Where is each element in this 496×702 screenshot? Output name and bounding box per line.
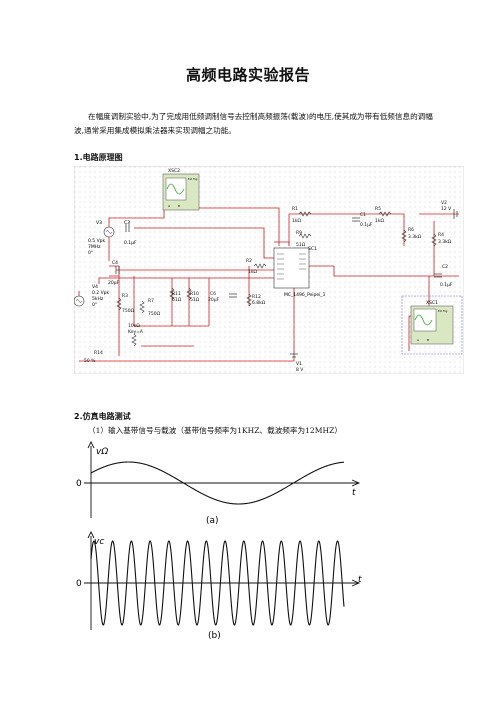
v4-phase: 0° bbox=[92, 302, 97, 308]
v4-frequency: 5kHz bbox=[92, 296, 104, 302]
r6-label: R6 bbox=[408, 227, 414, 233]
xsc1-ext-trig: Ext Trig bbox=[438, 309, 448, 313]
section-heading-simulation: 2.仿真电路测试 bbox=[74, 412, 131, 421]
xsc1-label: XSC1 bbox=[426, 300, 438, 306]
ic-mc1496: SC1 MC_1496_Peipei_1 bbox=[273, 246, 326, 298]
ic-part-label: MC_1496_Peipei_1 bbox=[284, 292, 326, 298]
waveform-b-caption: (b) bbox=[208, 631, 221, 640]
r2-label: R2 bbox=[246, 258, 252, 264]
v2-value: 12 V bbox=[441, 206, 452, 212]
r1-value: 1kΩ bbox=[292, 218, 301, 224]
waveform-carrier-signal: vc 0 t (b) bbox=[76, 530, 362, 640]
c6-value: 20μF bbox=[208, 297, 220, 303]
r4-value: 3.3kΩ bbox=[438, 239, 452, 245]
r12-value: 6.8kΩ bbox=[252, 300, 266, 306]
v3-frequency: 7MHz bbox=[88, 244, 101, 250]
r7-value: 750Ω bbox=[148, 311, 161, 317]
xsc2-label: XSC2 bbox=[168, 168, 180, 174]
waveform-b-xlabel: t bbox=[358, 575, 362, 585]
waveform-b-ylabel: vc bbox=[94, 537, 104, 547]
source-v3: V3 0.5 Vpk 7MHz 0° bbox=[88, 220, 115, 256]
r11-label: R11 bbox=[172, 291, 181, 297]
v1-label: V1 bbox=[296, 361, 302, 367]
r10-label: R10 bbox=[190, 291, 199, 297]
r5-value: 1kΩ bbox=[375, 218, 384, 224]
r11-value: 51Ω bbox=[172, 297, 182, 303]
r2-value: 1kΩ bbox=[248, 269, 257, 275]
c2-value: 0.1μF bbox=[440, 282, 453, 288]
r9-value: 51Ω bbox=[296, 242, 306, 248]
c4-label: C4 bbox=[112, 260, 118, 266]
waveform-b-zero: 0 bbox=[76, 579, 82, 589]
r14-percent: 50 % bbox=[84, 358, 96, 364]
xsc1-channel-b: B bbox=[427, 338, 429, 342]
v2-label: V2 bbox=[441, 200, 447, 206]
ic-ref-label: SC1 bbox=[308, 246, 317, 252]
r7-label: R7 bbox=[148, 298, 154, 304]
waveform-a-zero: 0 bbox=[76, 479, 82, 489]
r3-value: 750Ω bbox=[122, 308, 135, 314]
page-title: 高频电路实验报告 bbox=[185, 66, 310, 84]
subsection-inputs: （1）输入基带信号与载波（基带信号频率为1KHZ、载波频率为12MHZ） bbox=[88, 426, 343, 435]
oscilloscope-xsc1: XSC1 Ext Trig A B bbox=[401, 295, 463, 355]
xsc1-channel-a: A bbox=[417, 338, 420, 342]
v4-label: V4 bbox=[92, 284, 98, 290]
v1-value: 8 V bbox=[296, 367, 304, 373]
v3-phase: 0° bbox=[88, 250, 93, 256]
r14-key: Key=A bbox=[128, 329, 144, 335]
source-v4: V4 0.2 Vpk 5kHz 0° bbox=[74, 284, 110, 308]
r12-label: R12 bbox=[252, 294, 261, 300]
v3-label: V3 bbox=[96, 220, 102, 226]
r14-value: 10kΩ bbox=[128, 323, 140, 329]
waveform-modulating-signal: vΩ 0 t (a) bbox=[76, 440, 361, 526]
waveform-a-xlabel: t bbox=[352, 488, 356, 498]
c6-label: C6 bbox=[210, 291, 216, 297]
c4-value: 20μF bbox=[108, 280, 120, 286]
waveform-a-caption: (a) bbox=[206, 516, 219, 526]
r1-label: R1 bbox=[292, 206, 298, 212]
xsc2-channel-b: B bbox=[178, 204, 180, 208]
c3-label: C3 bbox=[124, 220, 130, 226]
oscilloscope-xsc2: XSC2 Ext Trig A B bbox=[162, 168, 200, 211]
r14-label: R14 bbox=[94, 350, 103, 356]
xsc2-channel-a: A bbox=[168, 204, 171, 208]
intro-paragraph: 在幅度调制实验中,为了完成用低频调制信号去控制高频振荡(载波)的电压,使其成为带… bbox=[74, 112, 433, 135]
v4-amplitude: 0.2 Vpk bbox=[92, 290, 110, 296]
v3-amplitude: 0.5 Vpk bbox=[88, 238, 106, 244]
waveform-a-ylabel: vΩ bbox=[96, 447, 108, 457]
capacitor-c3: C3 0.1μF bbox=[124, 220, 137, 246]
xsc2-ext-trig: Ext Trig bbox=[188, 177, 198, 181]
c1-label: C1 bbox=[360, 212, 366, 218]
circuit-schematic: XSC2 Ext Trig A B V3 0.5 Vpk 7MHz 0° C3 … bbox=[74, 166, 464, 374]
r10-value: 51Ω bbox=[190, 297, 200, 303]
r5-label: R5 bbox=[375, 206, 381, 212]
c3-value: 0.1μF bbox=[124, 240, 137, 246]
r4-label: R4 bbox=[438, 232, 444, 238]
capacitor-c4: C4 20μF bbox=[108, 260, 120, 286]
r3-label: R3 bbox=[122, 293, 128, 299]
r9-label: R9 bbox=[296, 230, 302, 236]
section-heading-circuit: 1.电路原理图 bbox=[74, 153, 123, 162]
c2-label: C2 bbox=[442, 264, 448, 270]
r6-value: 3.3kΩ bbox=[408, 234, 422, 240]
c1-value: 0.1μF bbox=[360, 222, 373, 228]
